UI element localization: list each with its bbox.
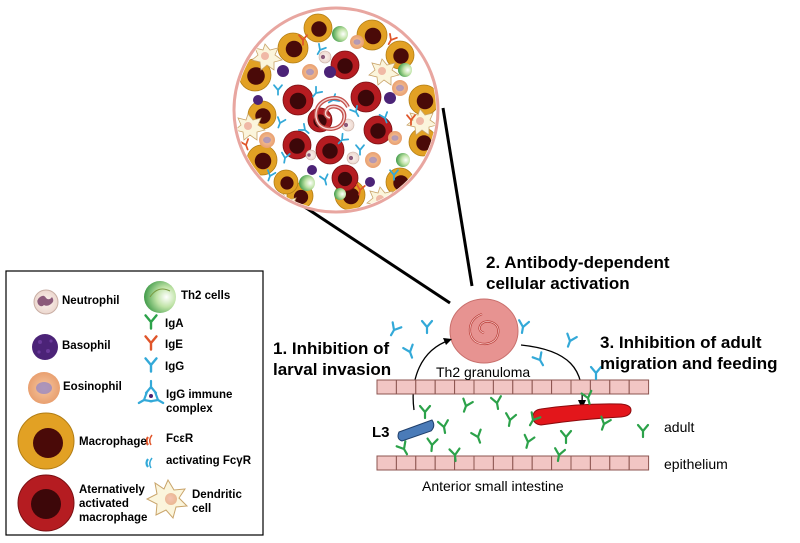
zoom-antibody xyxy=(406,114,416,126)
iga-antibody xyxy=(554,447,567,463)
eosinophil-icon xyxy=(28,372,60,404)
intestine-label: Anterior small intestine xyxy=(422,478,564,494)
free-antibodies xyxy=(389,319,650,463)
iga-icon xyxy=(144,314,158,330)
zoom-antibody xyxy=(356,183,366,196)
zoom-antibody xyxy=(355,144,365,156)
activating-fcgR-icon xyxy=(145,457,153,469)
iga-antibody xyxy=(580,389,593,405)
zoom-antibody xyxy=(378,111,388,124)
legend-fceR-label: FcεR xyxy=(166,433,194,445)
epithelium-bottom-layer xyxy=(376,455,650,471)
step3-label: 3. Inhibition of adult migration and fee… xyxy=(600,333,778,373)
dendritic-cell-icon xyxy=(145,478,189,520)
igg-antibody xyxy=(389,321,403,337)
legend-fcgR-label: activating FcγR xyxy=(166,455,251,467)
zoom-antibody xyxy=(337,132,350,145)
neutrophil-icon xyxy=(33,289,59,315)
legend-neutrophil-label: Neutrophil xyxy=(62,295,120,307)
legend-alt-macrophage-label: Aternatively activated macrophage xyxy=(79,484,148,524)
adult-worm xyxy=(532,403,632,426)
igg-complex-part xyxy=(149,391,165,405)
zoom-antibody xyxy=(312,85,324,98)
legend-macrophage-label: Macrophage xyxy=(79,436,147,448)
iga-antibody xyxy=(395,440,409,456)
igg-antibody xyxy=(566,332,578,348)
zoom-line-left xyxy=(281,190,451,305)
igg-icon xyxy=(144,357,158,373)
zoom-antibody xyxy=(389,169,399,181)
zoom-antibody xyxy=(319,173,329,186)
zoom-antibody xyxy=(273,84,283,96)
zoom-antibody xyxy=(267,169,277,182)
adult-label: adult xyxy=(664,419,695,435)
igg-antibody xyxy=(531,351,545,367)
macrophage-icon xyxy=(17,412,75,470)
zoom-antibody xyxy=(349,104,360,118)
legend-igg-complex-label: IgG immune complex xyxy=(166,389,233,415)
th2-granuloma xyxy=(449,298,519,364)
epithelium-top-layer xyxy=(376,379,650,395)
iga-antibody xyxy=(523,433,536,449)
zoom-antibody xyxy=(277,116,287,129)
legend-basophil-label: Basophil xyxy=(62,340,111,352)
basophil-icon xyxy=(32,334,58,360)
iga-antibody xyxy=(470,428,482,444)
igg-shape xyxy=(144,357,158,373)
migration-arrow xyxy=(520,344,586,409)
iga-antibody xyxy=(448,447,461,463)
invasion-arrow xyxy=(412,338,452,411)
igg-antibody xyxy=(589,365,603,381)
granuloma-label: Th2 granuloma xyxy=(436,364,531,380)
legend-dendritic-label: Dendritic cell xyxy=(192,489,242,515)
iga-antibody xyxy=(489,395,502,411)
iga-shape xyxy=(144,314,158,330)
iga-antibody xyxy=(600,415,612,431)
igg-antibody xyxy=(402,343,414,359)
iga-antibody xyxy=(418,404,432,420)
igg-antibody xyxy=(518,319,531,335)
igg-antibody xyxy=(420,319,434,335)
fceR-icon xyxy=(145,434,153,446)
zoom-antibody xyxy=(239,138,249,151)
larva-label: L3 xyxy=(372,424,390,441)
legend-th2-label: Th2 cells xyxy=(181,290,231,302)
iga-antibody xyxy=(528,411,542,427)
zoom-antibody xyxy=(297,122,310,134)
iga-antibody xyxy=(436,419,449,435)
step1-label: 1. Inhibition of larval invasion xyxy=(273,339,392,379)
legend-igg-label: IgG xyxy=(165,361,185,373)
alternatively-activated-macrophage-icon xyxy=(17,474,75,532)
zoom-antibody xyxy=(281,151,291,164)
granuloma-zoom-circle xyxy=(232,6,440,214)
iga-antibody xyxy=(462,397,474,413)
iga-antibody xyxy=(636,423,650,439)
l3-larva xyxy=(397,419,435,442)
epithelium-label: epithelium xyxy=(664,456,728,472)
legend-iga-label: IgA xyxy=(165,318,184,330)
iga-antibody xyxy=(505,412,518,428)
iga-antibody xyxy=(559,429,573,445)
zoom-antibody xyxy=(316,42,327,56)
ige-icon xyxy=(144,335,158,351)
step2-label: 2. Antibody-dependent cellular activatio… xyxy=(486,253,670,293)
igg-immune-complex-icon xyxy=(137,379,165,405)
zoom-antibody xyxy=(387,32,398,46)
legend-ige-label: IgE xyxy=(165,339,183,351)
iga-antibody xyxy=(426,437,439,453)
zoom-antibody xyxy=(298,34,308,46)
legend-eosinophil-label: Eosinophil xyxy=(63,381,122,393)
zoom-line-right xyxy=(441,107,474,287)
th2-cell-icon xyxy=(144,281,176,313)
ige-shape xyxy=(144,335,158,351)
